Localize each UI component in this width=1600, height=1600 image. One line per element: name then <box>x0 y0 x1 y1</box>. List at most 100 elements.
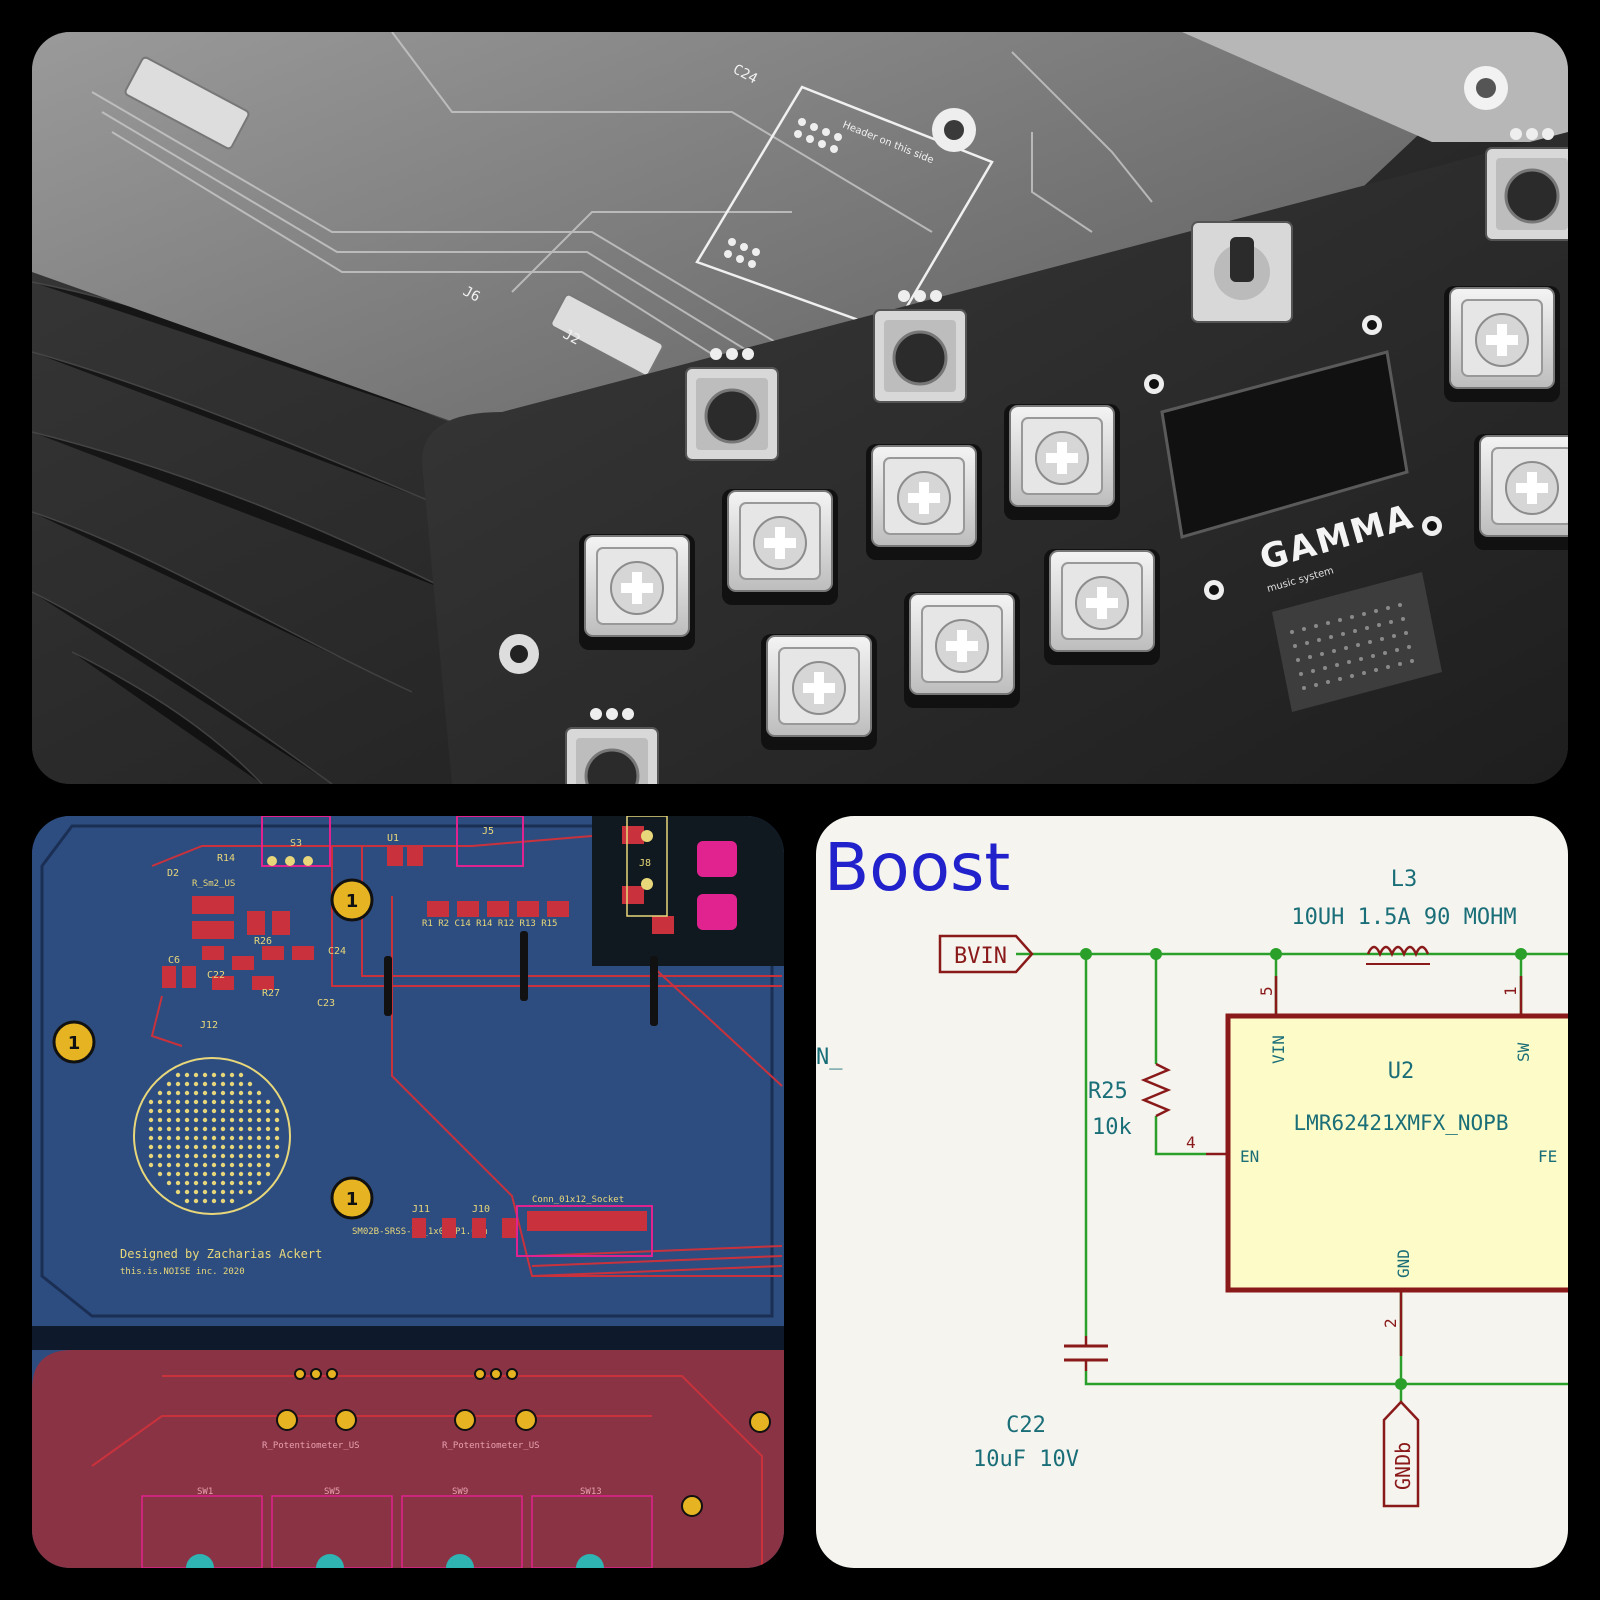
speaker-hole <box>166 1135 172 1141</box>
label-j11: J11 <box>412 1204 430 1215</box>
switch-centers <box>186 1554 604 1568</box>
speaker-hole <box>220 1180 226 1186</box>
speaker-hole <box>265 1135 271 1141</box>
speaker-hole <box>229 1099 235 1105</box>
pcb-layout: S3 U1 J5 J8 D2 R14 R_Sm2_US C24 C23 C22 … <box>32 816 784 1568</box>
speaker-hole <box>229 1198 235 1204</box>
speaker-hole <box>238 1162 244 1168</box>
speaker-hole <box>211 1153 217 1159</box>
speaker-hole <box>247 1117 253 1123</box>
pcb-traces <box>91 32 1153 393</box>
speaker-hole <box>166 1099 172 1105</box>
svg-text:1: 1 <box>346 1189 359 1210</box>
svg-text:1: 1 <box>68 1033 81 1054</box>
speaker-hole <box>265 1117 271 1123</box>
speaker-hole <box>220 1171 226 1177</box>
speaker-hole <box>211 1126 217 1132</box>
speaker-hole <box>229 1162 235 1168</box>
s3-outline <box>261 816 331 867</box>
speaker-hole <box>175 1144 181 1150</box>
speaker-hole <box>238 1189 244 1195</box>
speaker-hole <box>202 1108 208 1114</box>
speaker-hole <box>202 1180 208 1186</box>
badge-2: 1 <box>52 1020 96 1064</box>
large-rotary-encoder <box>1191 221 1293 323</box>
speaker-hole <box>193 1090 199 1096</box>
speaker-hole <box>220 1144 226 1150</box>
speaker-hole <box>238 1126 244 1132</box>
speaker-hole <box>184 1171 190 1177</box>
label-j12: J12 <box>200 1020 218 1031</box>
speaker-hole <box>211 1072 217 1078</box>
keyswitch <box>1473 433 1568 551</box>
speaker-hole <box>247 1099 253 1105</box>
svg-text:1: 1 <box>346 891 359 912</box>
capacitor-ref: C22 <box>1006 1413 1046 1438</box>
speaker-hole <box>247 1108 253 1114</box>
speaker-hole <box>148 1135 154 1141</box>
speaker-hole <box>193 1099 199 1105</box>
speaker-hole <box>166 1117 172 1123</box>
resistor-symbol <box>1140 1062 1172 1118</box>
pin-name-sw: SW <box>1514 1042 1533 1062</box>
speaker-hole <box>193 1162 199 1168</box>
red-board <box>32 1350 784 1568</box>
speaker-hole <box>202 1099 208 1105</box>
wires <box>1016 952 1568 1404</box>
label-r-sm: R_Sm2_US <box>192 879 235 889</box>
socket-outline <box>516 1205 653 1257</box>
svg-text:GNDb: GNDb <box>1391 1442 1415 1490</box>
bare-pcb <box>32 32 1432 592</box>
keyswitch <box>865 443 983 561</box>
label-j10: J10 <box>472 1204 490 1215</box>
speaker-hole <box>256 1180 262 1186</box>
credit-company: this.is.NOISE inc. 2020 <box>120 1267 245 1277</box>
speaker-hole <box>256 1162 262 1168</box>
speaker-hole <box>202 1117 208 1123</box>
speaker-hole <box>184 1198 190 1204</box>
label-j5: J5 <box>482 826 494 837</box>
speaker-hole <box>193 1180 199 1186</box>
label-c22: C22 <box>207 970 225 981</box>
speaker-hole <box>202 1135 208 1141</box>
label-j8: J8 <box>639 858 651 869</box>
speaker-hole <box>220 1081 226 1087</box>
speaker-hole <box>175 1081 181 1087</box>
speaker-hole <box>148 1162 154 1168</box>
speaker-hole <box>184 1090 190 1096</box>
connector-pads <box>412 1211 647 1238</box>
speaker-hole <box>265 1126 271 1132</box>
pot-pins <box>276 1368 771 1517</box>
led-pads <box>697 841 737 930</box>
speaker-hole <box>193 1171 199 1177</box>
speaker-hole <box>274 1126 280 1132</box>
junctions <box>1080 948 1527 1390</box>
pin-name-vin: VIN <box>1269 1035 1288 1064</box>
speaker-hole <box>202 1072 208 1078</box>
speaker-hole <box>265 1171 271 1177</box>
speaker-hole <box>184 1153 190 1159</box>
speaker-hole <box>157 1153 163 1159</box>
resistor-value: 10k <box>1092 1115 1132 1140</box>
ic-pins <box>1206 976 1523 1356</box>
speaker-hole <box>256 1171 262 1177</box>
speaker-hole <box>256 1144 262 1150</box>
speaker-hole <box>193 1135 199 1141</box>
label-c24: C24 <box>328 946 346 957</box>
j8-pins <box>641 830 653 890</box>
speaker-hole <box>229 1153 235 1159</box>
pin-num-en: 4 <box>1186 1133 1196 1152</box>
smd-pads <box>162 826 674 990</box>
speaker-hole <box>157 1090 163 1096</box>
speaker-hole <box>211 1081 217 1087</box>
speaker-hole <box>229 1171 235 1177</box>
keyswitch <box>760 633 878 751</box>
speaker-hole <box>175 1189 181 1195</box>
label-row-parts: R1 R2 C14 R14 R12 R13 R15 <box>422 919 557 929</box>
speaker-hole <box>148 1126 154 1132</box>
second-pcb <box>1182 32 1568 142</box>
speaker-hole <box>220 1189 226 1195</box>
speaker-hole <box>229 1090 235 1096</box>
speaker-hole <box>211 1198 217 1204</box>
capacitor-symbol <box>1064 1344 1108 1362</box>
